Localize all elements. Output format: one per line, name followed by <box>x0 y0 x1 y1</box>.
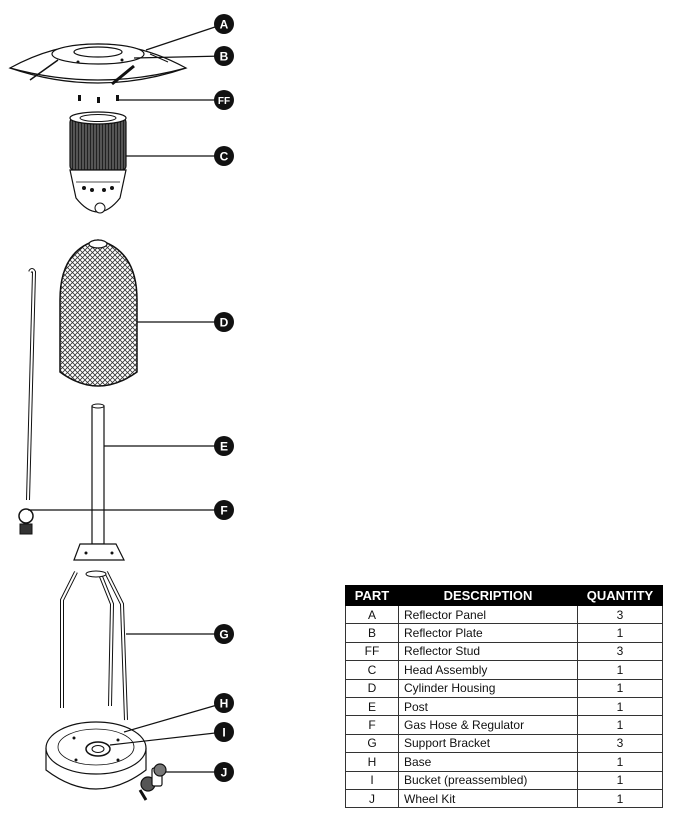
base-drawing <box>45 721 147 790</box>
callout-J-label: J <box>221 766 228 780</box>
cell-part: F <box>345 715 399 735</box>
table-row: D Cylinder Housing 1 <box>345 678 663 698</box>
cell-part: J <box>345 788 399 809</box>
cell-description: Head Assembly <box>398 660 578 680</box>
header-part: PART <box>345 585 399 606</box>
callout-B-label: B <box>220 50 229 64</box>
callout-E-label: E <box>220 440 228 454</box>
callout-H-label: H <box>220 697 229 711</box>
cylinder-housing-drawing <box>59 239 138 387</box>
callout-FF-label: FF <box>218 96 230 107</box>
header-quantity: QUANTITY <box>577 585 663 606</box>
parts-table: PART DESCRIPTION QUANTITY A Reflector Pa… <box>345 585 663 809</box>
cell-quantity: 3 <box>577 604 663 625</box>
callout-D-label: D <box>220 316 229 330</box>
cell-part: FF <box>345 641 399 662</box>
callout-D: D <box>214 312 234 332</box>
cell-quantity: 1 <box>577 678 663 698</box>
reflector-studs-drawing <box>78 95 119 103</box>
callout-F-label: F <box>220 504 227 518</box>
table-row: G Support Bracket 3 <box>345 733 663 754</box>
cell-description: Bucket (preassembled) <box>398 770 578 790</box>
cell-description: Reflector Plate <box>398 623 578 643</box>
table-row: B Reflector Plate 1 <box>345 623 663 643</box>
gas-hose-drawing <box>18 268 37 535</box>
table-row: E Post 1 <box>345 696 663 717</box>
cell-quantity: 3 <box>577 641 663 662</box>
callout-G-label: G <box>219 628 228 642</box>
callout-A-label: A <box>220 18 229 32</box>
cell-quantity: 1 <box>577 660 663 680</box>
cell-description: Reflector Panel <box>398 604 578 625</box>
cell-quantity: 1 <box>577 715 663 735</box>
cell-quantity: 1 <box>577 696 663 717</box>
table-row: C Head Assembly 1 <box>345 660 663 680</box>
cell-description: Support Bracket <box>398 733 578 754</box>
cell-description: Wheel Kit <box>398 788 578 809</box>
callout-C-label: C <box>220 150 229 164</box>
cell-part: C <box>345 660 399 680</box>
table-row: F Gas Hose & Regulator 1 <box>345 715 663 735</box>
callout-I: I <box>214 722 234 742</box>
callout-G: G <box>214 624 234 644</box>
post-drawing <box>73 403 125 561</box>
cell-part: H <box>345 752 399 772</box>
table-header-row: PART DESCRIPTION QUANTITY <box>345 585 663 606</box>
table-row: A Reflector Panel 3 <box>345 604 663 625</box>
callout-I-label: I <box>222 726 225 740</box>
cell-part: D <box>345 678 399 698</box>
table-row: I Bucket (preassembled) 1 <box>345 770 663 790</box>
callout-J: J <box>214 762 234 782</box>
cell-description: Post <box>398 696 578 717</box>
support-bracket-drawing <box>60 570 128 721</box>
table-row: H Base 1 <box>345 752 663 772</box>
cell-part: B <box>345 623 399 643</box>
cell-description: Cylinder Housing <box>398 678 578 698</box>
table-row: FF Reflector Stud 3 <box>345 641 663 662</box>
callout-E: E <box>214 436 234 456</box>
cell-part: A <box>345 604 399 625</box>
table-row: J Wheel Kit 1 <box>345 788 663 809</box>
callout-F: F <box>214 500 234 520</box>
cell-quantity: 1 <box>577 770 663 790</box>
reflector-plate-drawing <box>51 43 145 65</box>
callout-B: B <box>214 46 234 66</box>
cell-quantity: 1 <box>577 752 663 772</box>
leader-lines <box>28 23 225 773</box>
cell-part: G <box>345 733 399 754</box>
header-description: DESCRIPTION <box>398 585 578 606</box>
callout-C: C <box>214 146 234 166</box>
cell-description: Base <box>398 752 578 772</box>
cell-quantity: 1 <box>577 788 663 809</box>
callout-FF: FF <box>214 90 234 110</box>
callout-H: H <box>214 693 234 713</box>
cell-description: Reflector Stud <box>398 641 578 662</box>
cell-quantity: 3 <box>577 733 663 754</box>
callout-A: A <box>214 14 234 34</box>
cell-part: I <box>345 770 399 790</box>
wheel-kit-drawing <box>138 763 167 801</box>
cell-description: Gas Hose & Regulator <box>398 715 578 735</box>
cell-part: E <box>345 696 399 717</box>
head-assembly-drawing <box>69 111 127 214</box>
cell-quantity: 1 <box>577 623 663 643</box>
